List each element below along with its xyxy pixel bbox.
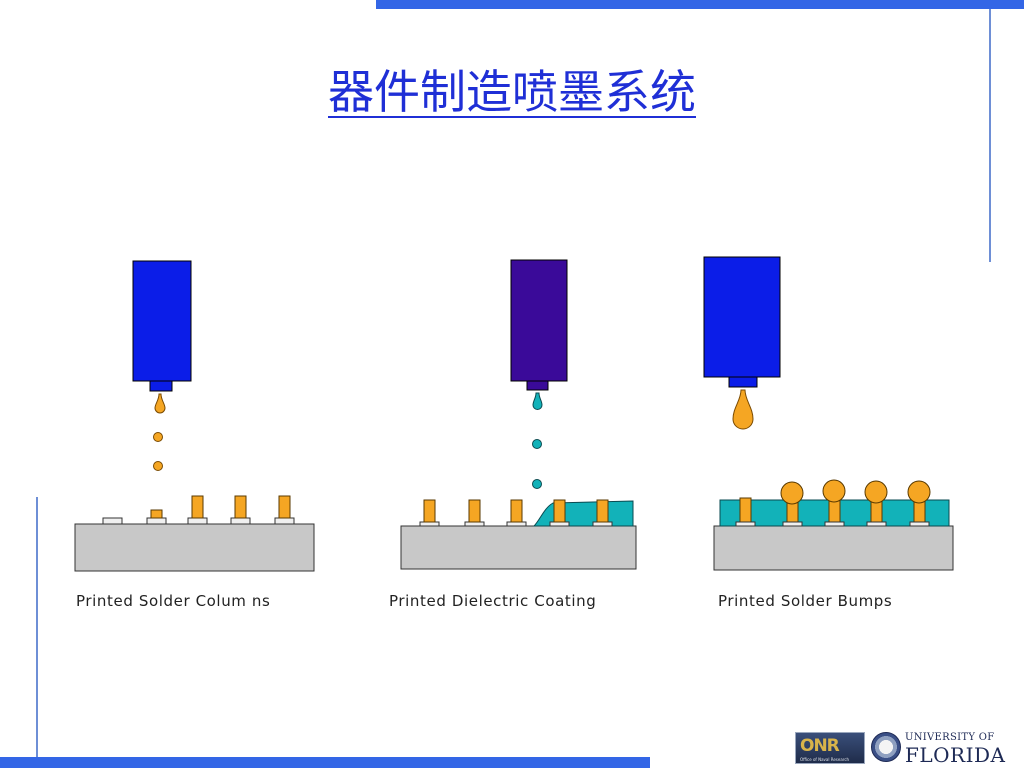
falling-drop <box>153 461 163 471</box>
solder-column <box>423 499 436 523</box>
solder-column <box>191 495 204 519</box>
substrate-2 <box>400 525 637 570</box>
caption-solder-bumps: Printed Solder Bumps <box>718 592 893 610</box>
university-line-2: FLORIDA <box>905 743 1006 767</box>
solder-column <box>553 499 566 523</box>
solder-bump <box>780 481 804 505</box>
caption-solder-columns: Printed Solder Colum ns <box>76 592 271 610</box>
solder-column <box>596 499 609 523</box>
bond-pad <box>102 517 123 525</box>
onr-logo: ONR Office of Naval Research <box>795 732 865 764</box>
bond-pad <box>592 521 613 527</box>
bond-pad <box>506 521 527 527</box>
falling-drop <box>153 432 163 442</box>
substrate-1 <box>74 523 315 572</box>
solder-column <box>468 499 481 523</box>
solder-column <box>739 497 752 523</box>
university-seal-icon <box>871 732 901 762</box>
top-accent-bar <box>376 0 1024 9</box>
solder-bump <box>864 480 888 504</box>
falling-drop <box>532 439 542 449</box>
nozzle-tip-2 <box>526 380 549 391</box>
print-head-2 <box>510 259 568 382</box>
solder-column <box>510 499 523 523</box>
university-line-1: UNIVERSITY OF <box>905 732 995 743</box>
bond-pad <box>419 521 440 527</box>
university-wordmark: UNIVERSITY OF FLORIDA <box>905 732 1017 766</box>
bond-pad <box>549 521 570 527</box>
solder-column <box>278 495 291 519</box>
onr-logo-fine-print: Office of Naval Research <box>800 757 850 762</box>
solder-bump <box>907 480 931 504</box>
caption-dielectric-coating: Printed Dielectric Coating <box>389 592 597 610</box>
bond-pad <box>909 521 930 527</box>
bond-pad <box>464 521 485 527</box>
right-vertical-rule <box>989 9 991 262</box>
bond-pad <box>824 521 845 527</box>
solder-column <box>150 509 163 519</box>
sponsor-logos: ONR Office of Naval Research UNIVERSITY … <box>795 730 1017 766</box>
bond-pad <box>230 517 251 525</box>
left-vertical-rule <box>36 497 38 757</box>
nozzle-tip-3 <box>728 376 758 388</box>
panel-solder-bumps <box>703 256 954 571</box>
bond-pad <box>146 517 167 525</box>
nozzle-tip-1 <box>149 380 173 392</box>
substrate-3 <box>713 525 954 571</box>
dielectric-layer <box>532 500 634 527</box>
solder-column <box>234 495 247 519</box>
bond-pad <box>866 521 887 527</box>
bond-pad <box>187 517 208 525</box>
print-head-1 <box>132 260 192 382</box>
bond-pad <box>735 521 756 527</box>
panel-dielectric-coating <box>400 259 637 570</box>
slide-title: 器件制造喷墨系统 <box>328 65 696 119</box>
forming-drop-1 <box>154 393 166 414</box>
print-head-3 <box>703 256 781 378</box>
solder-bump <box>822 479 846 503</box>
forming-drop-2 <box>532 392 543 410</box>
bond-pad <box>782 521 803 527</box>
panel-solder-columns <box>74 260 315 572</box>
onr-logo-mark: ONR <box>800 736 840 756</box>
bottom-accent-bar <box>0 757 650 768</box>
falling-drop <box>532 479 542 489</box>
bond-pad <box>274 517 295 525</box>
forming-drop-3 <box>732 389 754 430</box>
